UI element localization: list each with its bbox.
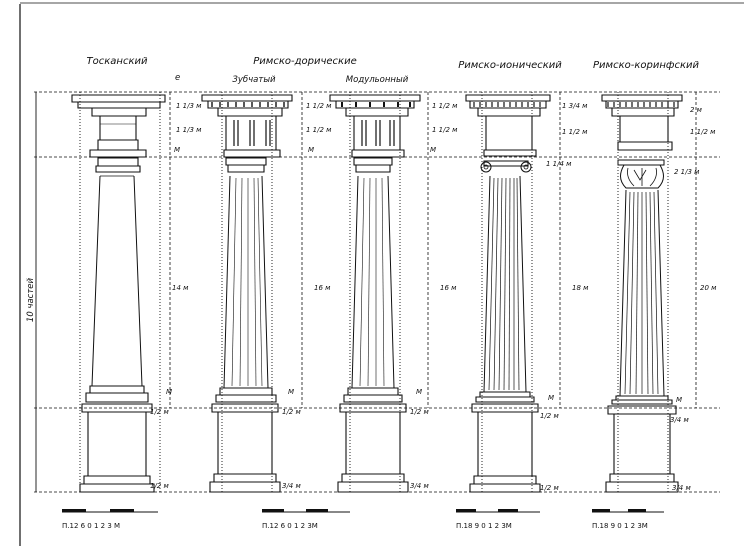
- tuscan-dim-shaft: 14 м: [172, 284, 189, 292]
- column-doric-mutular: [329, 94, 421, 493]
- doric1-dim-entablature-bottom: 1 1/2 м: [306, 126, 332, 134]
- doric2-dim-entablature-top: 1 1/2 м: [432, 102, 458, 110]
- order-title-doric: Римско-дорические: [253, 56, 356, 67]
- doric2-dim-pedestal-base: 3/4 м: [410, 482, 429, 490]
- tuscan-dim-base: М: [166, 388, 172, 396]
- ionic-dim-pedestal-cap: 1/2 м: [540, 412, 559, 420]
- doric2-dim-capital: М: [430, 146, 436, 154]
- ionic-dim-capital: 1 1/4 м: [546, 160, 572, 168]
- doric2-dim-entablature-bottom: 1 1/2 м: [432, 126, 458, 134]
- doric1-dim-entablature-top: 1 1/2 м: [306, 102, 332, 110]
- scale-label-3: П.18 9 0 1 2 3М: [456, 522, 512, 530]
- scale-bar-2: П.12 6 0 1 2 3М: [262, 509, 350, 530]
- tuscan-dim-pedestal-cap: 1/2 м: [150, 408, 169, 416]
- scale-label-2: П.12 6 0 1 2 3М: [262, 522, 318, 530]
- tuscan-dim-pedestal-base: 1/2 м: [150, 482, 169, 490]
- doric2-dim-pedestal-cap: 1/2 м: [410, 408, 429, 416]
- column-ionic: [465, 94, 551, 493]
- order-subtitle-mutular: Модульонный: [346, 75, 409, 85]
- ionic-dim-entablature-bottom: 1 1/2 м: [562, 128, 588, 136]
- doric2-dim-shaft: 16 м: [440, 284, 457, 292]
- order-title-corinthian: Римско-коринфский: [593, 60, 699, 71]
- scale-bar-4: П.18 9 0 1 2 3М: [592, 509, 664, 530]
- ionic-dim-base: М: [548, 394, 554, 402]
- corinthian-dim-capital: 2 1/3 м: [674, 168, 700, 176]
- ionic-dim-entablature-top: 1 3/4 м: [562, 102, 588, 110]
- ionic-dim-shaft: 18 м: [572, 284, 589, 292]
- corinthian-dim-pedestal-cap: 3/4 м: [670, 416, 689, 424]
- order-title-ionic: Римско-ионический: [458, 60, 562, 71]
- column-corinthian: [601, 94, 683, 493]
- scale-label-4: П.18 9 0 1 2 3М: [592, 522, 648, 530]
- corinthian-dim-entablature-bottom: 1 1/2 м: [690, 128, 716, 136]
- corinthian-dim-pedestal-base: 3/4 м: [672, 484, 691, 492]
- doric1-dim-capital: М: [308, 146, 314, 154]
- doric1-dim-shaft: 16 м: [314, 284, 331, 292]
- tuscan-dim-capital: М: [174, 146, 180, 154]
- order-title-tuscan: Тосканский: [87, 56, 148, 67]
- column-tuscan: [71, 94, 166, 493]
- order-subtitle-denticular: Зубчатый: [232, 75, 276, 85]
- doric1-dim-pedestal-cap: 1/2 м: [282, 408, 301, 416]
- scale-label-1: П.12 6 0 1 2 3 М: [62, 522, 120, 530]
- doric1-dim-pedestal-base: 3/4 м: [282, 482, 301, 490]
- scale-bar-3: П.18 9 0 1 2 3М: [456, 509, 540, 530]
- top-mark: е: [175, 73, 180, 83]
- ionic-dim-pedestal-base: 1/2 м: [540, 484, 559, 492]
- corinthian-dim-shaft: 20 м: [700, 284, 717, 292]
- column-doric-denticular: [201, 94, 293, 493]
- scale-bar-1: П.12 6 0 1 2 3 М: [62, 509, 158, 530]
- doric1-dim-base: М: [288, 388, 294, 396]
- corinthian-dim-base: М: [676, 396, 682, 404]
- overall-height-label: 10 частей: [26, 277, 36, 322]
- tuscan-dim-entablature-top: 1 1/3 м: [176, 102, 202, 110]
- doric2-dim-base: М: [416, 388, 422, 396]
- tuscan-dim-entablature-bottom: 1 1/3 м: [176, 126, 202, 134]
